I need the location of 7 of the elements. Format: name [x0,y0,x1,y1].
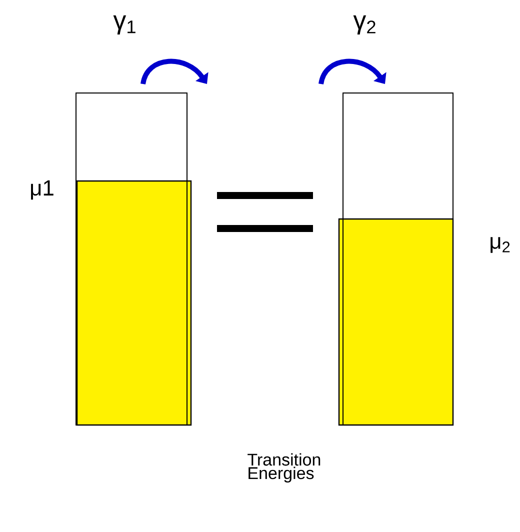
level-bar [338,92,454,426]
level-bar [76,92,192,426]
math-label: μ$_{2}$ [490,237,510,253]
math-label: μ1 [31,180,54,200]
caption-text: Transition Energies [248,453,320,483]
math-label: γ$_{2}$ [353,15,376,35]
math-label: γ$_{1}$ [113,15,136,35]
